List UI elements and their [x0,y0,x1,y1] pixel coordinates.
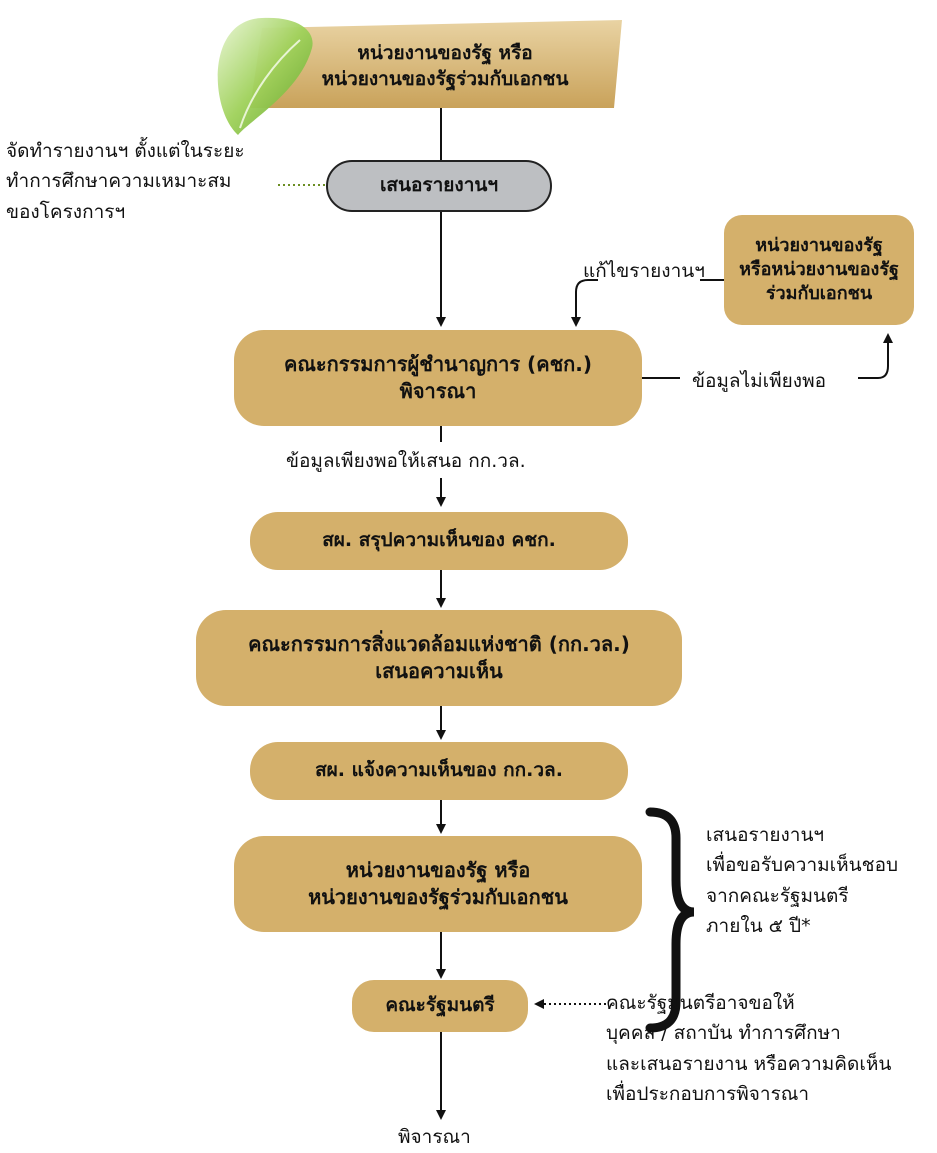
national-env-committee-node: คณะกรรมการสิ่งแวดล้อมแห่งชาติ (กก.วล.) เ… [196,610,682,706]
agency-bottom-node: หน่วยงานของรัฐ หรือ หน่วยงานของรัฐร่วมกั… [234,836,642,932]
prepare-report-note: จัดทำรายงานฯ ตั้งแต่ในระยะ ทำการศึกษาควา… [6,140,245,223]
cabinet-node: คณะรัฐมนตรี [352,980,528,1032]
notify-node: สผ. แจ้งความเห็นของ กก.วล. [250,742,628,800]
revise-report-label: แก้ไขรายงานฯ [583,260,705,282]
leaf-icon [217,17,313,136]
agency-side-node: หน่วยงานของรัฐ หรือหน่วยงานของรัฐ ร่วมกั… [724,215,914,325]
top-agency-banner: หน่วยงานของรัฐ หรือ หน่วยงานของรัฐร่วมกั… [321,42,569,90]
five-years-note: เสนอรายงานฯ เพื่อขอรับความเห็นชอบ จากคณะ… [706,824,899,938]
cabinet-request-note: คณะรัฐมนตรีอาจขอให้ บุคคล / สถาบัน ทำการ… [606,992,892,1106]
connector-insufficient-agency [858,333,893,379]
top-banner-shape [250,20,622,108]
insufficient-data-label: ข้อมูลไม่เพียงพอ [692,370,827,392]
sufficient-data-label: ข้อมูลเพียงพอให้เสนอ กก.วล. [286,450,526,472]
present-report-node: เสนอรายงานฯ [326,160,552,212]
curly-bracket-icon [645,807,695,1033]
consider-label: พิจารณา [398,1126,471,1148]
connector-revise-committee [571,279,598,327]
summary-node: สผ. สรุปความเห็นของ คชก. [250,512,628,570]
expert-committee-node: คณะกรรมการผู้ชำนาญการ (คชก.) พิจารณา [234,330,642,426]
